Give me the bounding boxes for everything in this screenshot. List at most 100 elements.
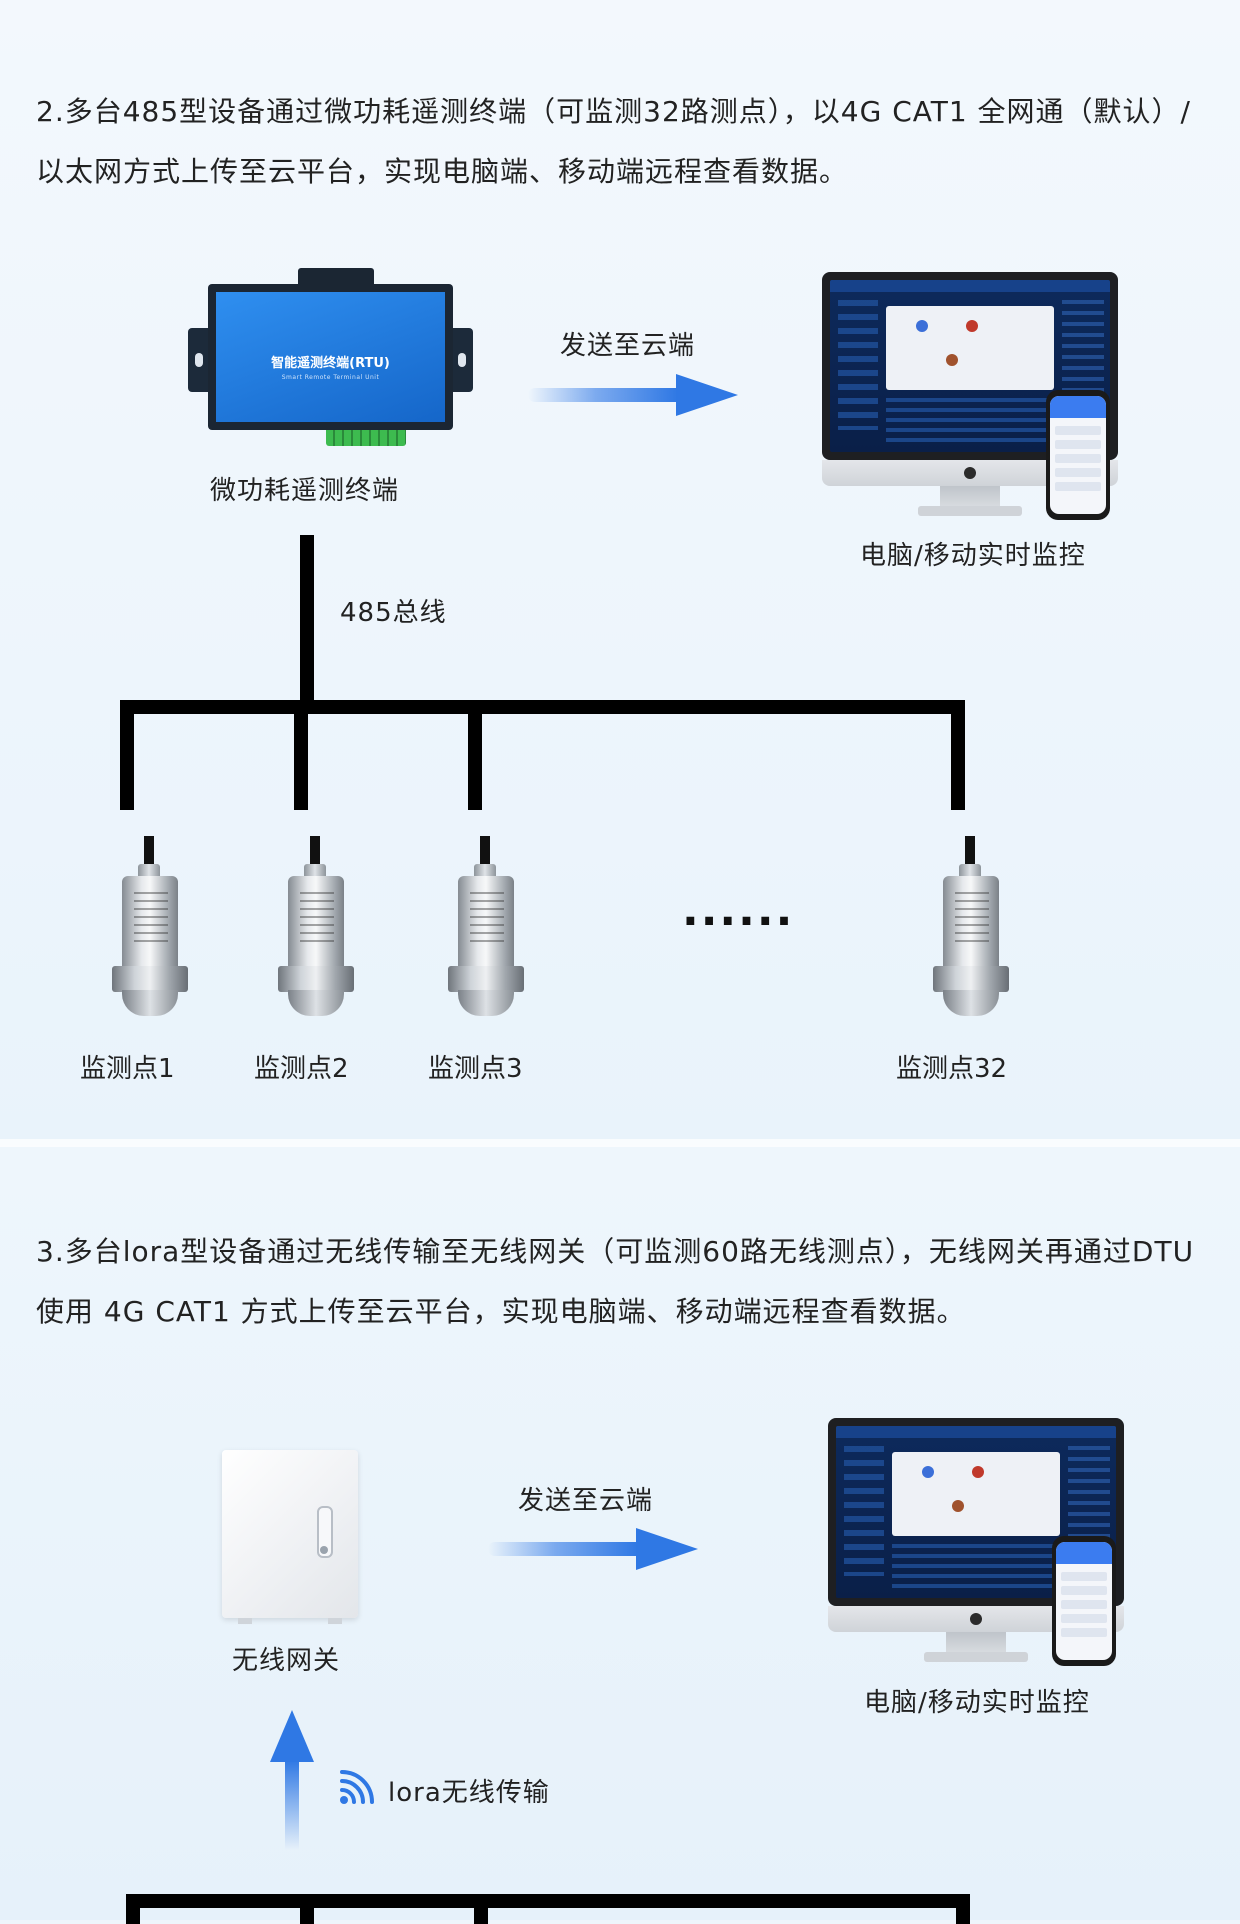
- pressure-sensor-icon: [440, 836, 530, 1026]
- bus-drop-2: [294, 700, 308, 810]
- sensor-port: [122, 990, 178, 1016]
- arrow-shaft: [528, 388, 678, 402]
- screen-header: [830, 280, 1110, 292]
- section-2-description: 3.多台lora型设备通过无线传输至无线网关（可监测60路无线测点），无线网关再…: [36, 1235, 1195, 1328]
- rtu-top-connector: [298, 268, 374, 286]
- logo-mark: [970, 1613, 982, 1625]
- monitor-foot: [918, 506, 1022, 516]
- screen-dot: [946, 354, 958, 366]
- screen-card: [892, 1452, 1060, 1536]
- bus-trunk: [300, 535, 314, 705]
- sensor-cable: [480, 836, 490, 866]
- sensor-cable: [144, 836, 154, 866]
- sensor-ellipsis: ······: [682, 896, 795, 947]
- phone-row: [1055, 482, 1101, 491]
- sensor-body: [122, 876, 178, 968]
- phone-row: [1061, 1600, 1107, 1609]
- bottom-bus-drop-3: [474, 1894, 488, 1924]
- rtu-body: 智能遥测终端(RTU) Smart Remote Terminal Unit: [208, 284, 453, 430]
- wireless-label: lora无线传输: [388, 1778, 550, 1808]
- sensor-label-2: 监测点2: [254, 1054, 349, 1084]
- sensor-body: [943, 876, 999, 968]
- phone-row: [1055, 426, 1101, 435]
- gateway-handle: [317, 1506, 333, 1558]
- screen-dot: [952, 1500, 964, 1512]
- send-to-cloud-label-2: 发送至云端: [518, 1486, 654, 1516]
- bus-main-line: [120, 700, 965, 714]
- sensor-body: [458, 876, 514, 968]
- rtu-mount-right: [451, 328, 473, 392]
- sensor-cable: [965, 836, 975, 866]
- phone-icon: [1046, 390, 1110, 520]
- sensor-hex: [278, 966, 354, 992]
- phone-icon: [1052, 1536, 1116, 1666]
- bus-drop-1: [120, 700, 134, 810]
- bottom-bus-drop-1: [126, 1894, 140, 1924]
- pressure-sensor-icon: [104, 836, 194, 1026]
- sensor-cap: [304, 864, 326, 878]
- rtu-terminal-block: [326, 430, 406, 446]
- sensor-cap: [138, 864, 160, 878]
- sensor-label-3: 监测点3: [428, 1054, 523, 1084]
- screen-dot: [966, 320, 978, 332]
- arrow-icon: [528, 374, 738, 416]
- screen-dot: [922, 1466, 934, 1478]
- sensor-body: [288, 876, 344, 968]
- sensor-cable: [310, 836, 320, 866]
- phone-header: [1050, 396, 1106, 418]
- phone-row: [1061, 1586, 1107, 1595]
- phone-screen: [1056, 1542, 1112, 1660]
- sensor-label-1: 监测点1: [80, 1054, 175, 1084]
- screen-sidebar: [838, 300, 878, 430]
- section-divider: [0, 1139, 1240, 1147]
- monitor-stand: [946, 1632, 1006, 1654]
- screen-header: [836, 1426, 1116, 1438]
- section-485: [0, 0, 1240, 1145]
- rtu-subtitle: Smart Remote Terminal Unit: [281, 374, 380, 381]
- pressure-sensor-icon: [925, 836, 1015, 1026]
- section-1-description: 2.多台485型设备通过微功耗遥测终端（可监测32路测点），以4G CAT1 全…: [36, 95, 1191, 188]
- computer-phone-icon: [822, 272, 1132, 532]
- sensor-cap: [959, 864, 981, 878]
- phone-row: [1061, 1572, 1107, 1581]
- gateway-foot: [238, 1618, 252, 1624]
- gateway-label: 无线网关: [232, 1646, 341, 1676]
- pressure-sensor-icon: [270, 836, 360, 1026]
- arrow-shaft: [285, 1760, 299, 1850]
- screen-list: [892, 1544, 1060, 1590]
- wifi-signal-icon: [340, 1770, 374, 1804]
- rtu-mount-left: [188, 328, 210, 392]
- wireless-gateway-icon: [222, 1450, 358, 1624]
- rtu-title: 智能遥测终端(RTU): [271, 356, 390, 371]
- arrow-head: [270, 1710, 314, 1762]
- bus-drop-3: [468, 700, 482, 810]
- arrow-head: [676, 374, 738, 416]
- screen-list: [886, 398, 1054, 444]
- sensor-label-32: 监测点32: [896, 1054, 1008, 1084]
- monitor-stand: [940, 486, 1000, 508]
- rtu-label: 微功耗遥测终端: [210, 476, 400, 506]
- phone-row: [1055, 468, 1101, 477]
- sensor-hex: [448, 966, 524, 992]
- bottom-bus-drop-2: [300, 1894, 314, 1924]
- sensor-port: [458, 990, 514, 1016]
- rtu-face: 智能遥测终端(RTU) Smart Remote Terminal Unit: [216, 292, 445, 422]
- screen-dot: [972, 1466, 984, 1478]
- gateway-foot: [328, 1618, 342, 1624]
- phone-row: [1055, 454, 1101, 463]
- bottom-bus-line: [126, 1894, 970, 1908]
- monitor-foot: [924, 1652, 1028, 1662]
- gateway-lock: [320, 1546, 328, 1554]
- phone-row: [1055, 440, 1101, 449]
- computer-phone-icon: [828, 1418, 1138, 1678]
- phone-row: [1061, 1614, 1107, 1623]
- screen-sidebar: [844, 1446, 884, 1576]
- sensor-port: [943, 990, 999, 1016]
- phone-row: [1061, 1628, 1107, 1637]
- bus-drop-32: [951, 700, 965, 810]
- arrow-icon: [270, 1710, 314, 1850]
- bus-label: 485总线: [340, 598, 447, 628]
- monitor-label-2: 电脑/移动实时监控: [864, 1688, 1090, 1718]
- send-to-cloud-label-1: 发送至云端: [560, 331, 696, 361]
- screen-dot: [916, 320, 928, 332]
